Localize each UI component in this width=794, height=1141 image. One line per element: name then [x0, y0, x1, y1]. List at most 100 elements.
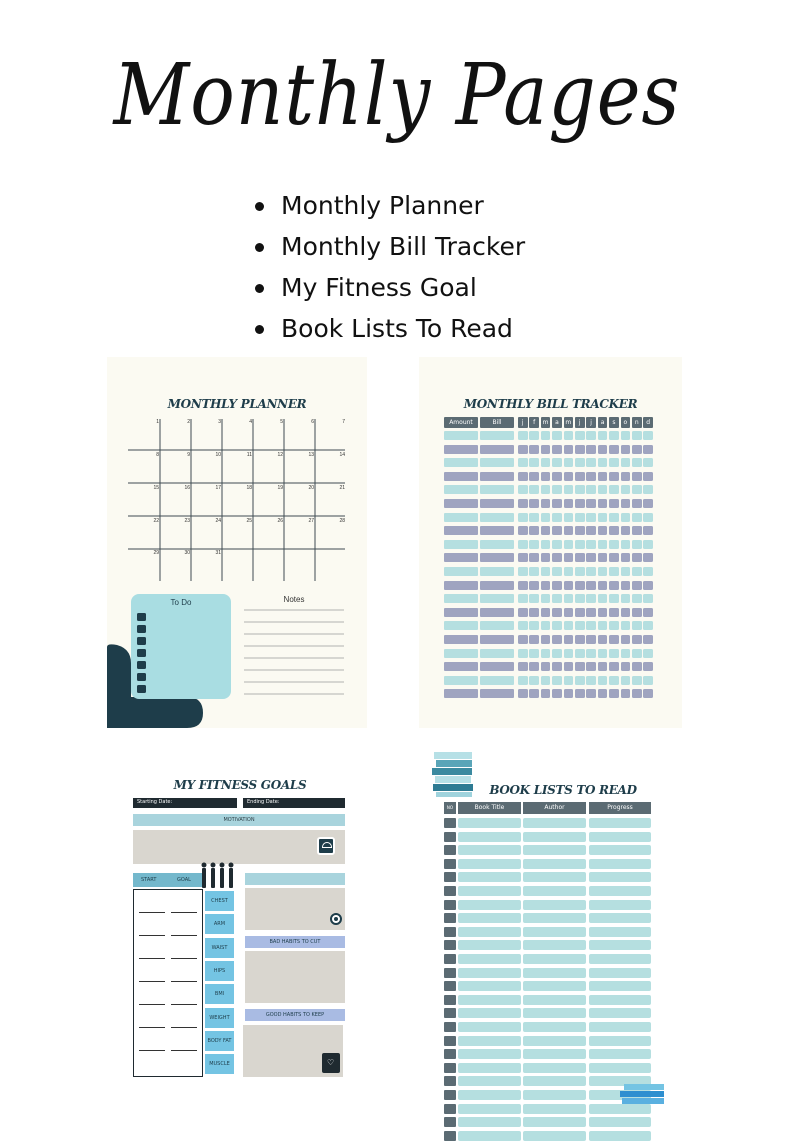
bill-month-cell — [563, 675, 574, 685]
bill-month-cell — [518, 607, 528, 617]
bill-month-cell — [643, 635, 653, 644]
planner-day-number: 8 — [156, 452, 159, 458]
planner-day-number: 2 — [187, 419, 190, 425]
book-no-cell — [444, 831, 456, 842]
bill-header-month: o — [620, 417, 631, 428]
bill-month-cell — [643, 444, 653, 454]
bill-month-cell — [597, 458, 608, 468]
bill-name-cell — [480, 580, 514, 590]
start-line — [139, 1027, 165, 1028]
bill-month-cell — [575, 526, 585, 536]
goal-line — [171, 935, 197, 936]
bill-month-cell — [563, 621, 574, 631]
bill-month-cell — [552, 594, 562, 604]
book-no-cell — [444, 981, 456, 992]
planner-day-number: 23 — [184, 518, 190, 524]
bill-month-cell — [563, 553, 574, 563]
bill-month-cell — [643, 526, 653, 536]
bill-month-cell — [597, 526, 608, 536]
bill-month-cell — [609, 580, 619, 590]
bill-month-cell — [632, 512, 642, 522]
planner-day-number: 27 — [308, 518, 314, 524]
bill-month-cell — [632, 594, 642, 604]
book-cell — [523, 831, 586, 842]
bill-month-cell — [620, 648, 631, 658]
bill-month-cell — [586, 512, 596, 522]
bill-month-cell — [597, 648, 608, 658]
bill-month-cell — [632, 526, 642, 536]
start-line — [139, 1004, 165, 1005]
bill-month-cell — [620, 471, 631, 481]
bill-month-cell — [643, 567, 653, 576]
bill-month-cell — [575, 648, 585, 658]
bill-month-cell — [643, 431, 653, 440]
bill-month-cell — [563, 526, 574, 536]
bill-month-cell — [575, 471, 585, 481]
book-cell — [523, 926, 586, 937]
bill-month-cell — [597, 539, 608, 549]
book-cell — [458, 1062, 521, 1073]
bill-month-cell — [540, 526, 551, 536]
book-cell — [589, 1103, 651, 1114]
bill-month-cell — [575, 621, 585, 631]
book-cell — [523, 899, 586, 910]
bill-month-cell — [609, 621, 619, 631]
bill-month-cell — [529, 499, 539, 508]
bill-month-cell — [586, 458, 596, 468]
book-cell — [458, 899, 521, 910]
bill-month-cell — [529, 648, 539, 658]
book-cell — [589, 967, 651, 978]
bill-month-cell — [552, 539, 562, 549]
bill-header-month: j — [518, 417, 528, 428]
bill-amount-cell — [444, 607, 478, 617]
measure-label: BODY FAT — [205, 1030, 234, 1051]
measure-label: CHEST — [205, 891, 234, 911]
bill-month-cell — [540, 662, 551, 672]
book-cell — [523, 1049, 586, 1060]
book-cell — [589, 886, 651, 896]
bill-header-month: d — [643, 417, 653, 428]
bill-month-cell — [632, 444, 642, 454]
book-no-cell — [444, 926, 456, 937]
bill-name-cell — [480, 607, 514, 617]
bill-month-cell — [597, 594, 608, 604]
feature-item: Monthly Planner — [255, 188, 525, 229]
bill-month-cell — [586, 539, 596, 549]
bill-month-cell — [529, 621, 539, 631]
bill-month-cell — [552, 662, 562, 672]
bill-header-bill: Bill — [480, 417, 514, 428]
planner-day-number: 21 — [339, 485, 345, 491]
bill-month-cell — [597, 512, 608, 522]
book-cell — [458, 818, 521, 828]
bill-month-cell — [597, 499, 608, 508]
bill-amount-cell — [444, 553, 478, 563]
bill-month-cell — [552, 648, 562, 658]
book-cell — [589, 858, 651, 869]
bill-month-cell — [518, 526, 528, 536]
bill-month-cell — [563, 580, 574, 590]
bill-amount-cell — [444, 648, 478, 658]
bill-month-cell — [518, 635, 528, 644]
bill-month-cell — [609, 648, 619, 658]
bill-month-cell — [575, 431, 585, 440]
book-no-cell — [444, 940, 456, 951]
bill-month-cell — [620, 607, 631, 617]
bill-name-cell — [480, 499, 514, 508]
book-cell — [458, 981, 521, 992]
bill-month-cell — [643, 594, 653, 604]
bill-month-cell — [609, 635, 619, 644]
bill-name-cell — [480, 539, 514, 549]
bill-month-cell — [620, 431, 631, 440]
bill-month-cell — [563, 539, 574, 549]
bill-month-cell — [620, 635, 631, 644]
bill-month-cell — [609, 594, 619, 604]
bill-month-cell — [586, 675, 596, 685]
bill-month-cell — [563, 567, 574, 576]
bill-month-cell — [575, 607, 585, 617]
planner-day-number: 10 — [215, 452, 221, 458]
bill-month-cell — [620, 675, 631, 685]
book-cell — [589, 872, 651, 883]
bill-month-cell — [643, 539, 653, 549]
bill-month-cell — [552, 471, 562, 481]
